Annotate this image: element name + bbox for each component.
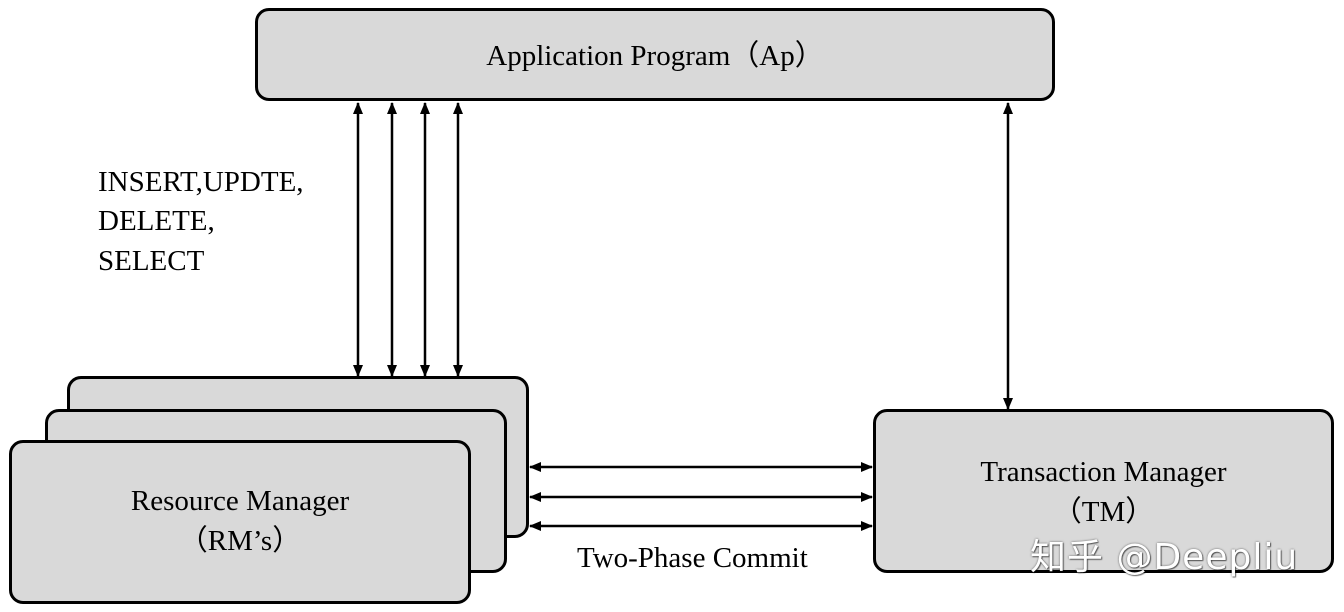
transaction-manager-box: Transaction Manager （TM）: [873, 409, 1334, 573]
sql-ops-line-3: SELECT: [98, 245, 205, 277]
zhihu-watermark: 知乎 @Deepliu: [1030, 537, 1299, 578]
resource-manager-label-1: Resource Manager: [130, 485, 350, 517]
resource-manager-label-2: （RM’s）: [178, 525, 302, 557]
sql-ops-line-1: INSERT,UPDTE,: [98, 166, 304, 198]
application-program-label: Application Program（Ap）: [486, 40, 824, 72]
sql-ops-line-2: DELETE,: [98, 205, 215, 237]
transaction-manager-label-1: Transaction Manager: [980, 456, 1227, 488]
transaction-manager-label-2: （TM）: [1052, 496, 1155, 528]
resource-manager-box-front: Resource Manager （RM’s）: [9, 440, 471, 604]
two-phase-commit-label: Two-Phase Commit: [577, 542, 808, 574]
application-program-box: Application Program（Ap）: [255, 8, 1055, 101]
